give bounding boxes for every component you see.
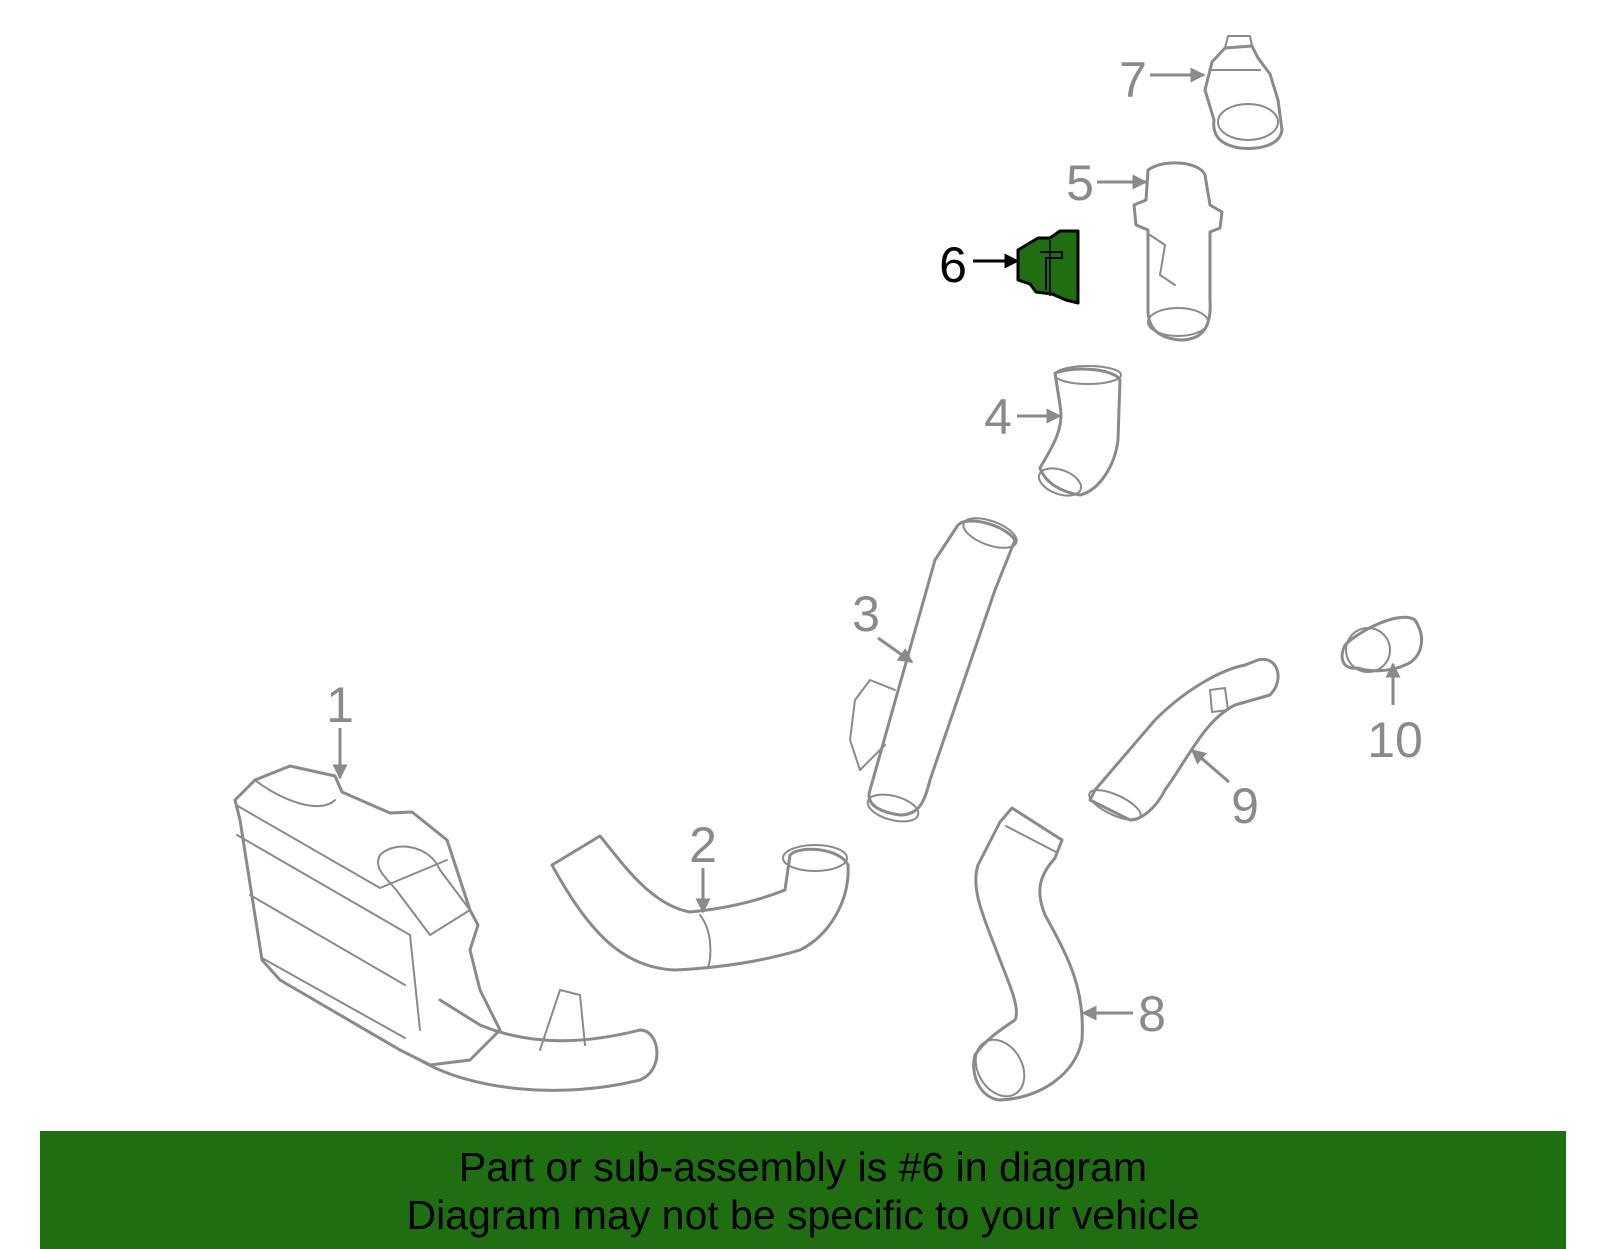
part-3-pipe[interactable] <box>849 512 1020 826</box>
callout-3: 3 <box>852 586 914 664</box>
callout-label-8: 8 <box>1138 986 1166 1042</box>
callout-4: 4 <box>984 389 1062 445</box>
callout-7: 7 <box>1119 52 1206 108</box>
callout-label-2: 2 <box>689 817 717 873</box>
callout-6: 6 <box>939 237 1020 293</box>
part-5-housing[interactable] <box>1132 161 1224 342</box>
callout-label-5: 5 <box>1066 155 1094 211</box>
callout-label-4: 4 <box>984 389 1012 445</box>
part-4-elbow[interactable] <box>1035 365 1122 501</box>
callout-label-7: 7 <box>1119 52 1147 108</box>
part-10-coupler[interactable] <box>1340 615 1424 673</box>
callout-8: 8 <box>1081 986 1166 1042</box>
callout-label-3: 3 <box>852 586 880 642</box>
callout-5: 5 <box>1066 155 1148 211</box>
callout-2: 2 <box>689 817 717 914</box>
callout-9: 9 <box>1190 748 1259 834</box>
callout-label-6: 6 <box>939 237 967 293</box>
callout-1: 1 <box>326 677 354 780</box>
part-7-sensor[interactable] <box>1203 35 1284 150</box>
callout-label-1: 1 <box>326 677 354 733</box>
callout-label-10: 10 <box>1367 712 1423 768</box>
part-8-hose[interactable] <box>966 806 1084 1105</box>
banner-line-disclaimer: Diagram may not be specific to your vehi… <box>406 1192 1200 1238</box>
callout-label-9: 9 <box>1231 778 1259 834</box>
callout-10: 10 <box>1367 662 1423 768</box>
info-banner: Part or sub-assembly is #6 in diagram Di… <box>40 1131 1566 1249</box>
banner-line-part: Part or sub-assembly is #6 in diagram <box>458 1144 1148 1190</box>
part-9-pipe[interactable] <box>1085 657 1280 826</box>
part-2-hose[interactable] <box>550 834 850 972</box>
part-6-bracket[interactable] <box>1016 229 1080 305</box>
